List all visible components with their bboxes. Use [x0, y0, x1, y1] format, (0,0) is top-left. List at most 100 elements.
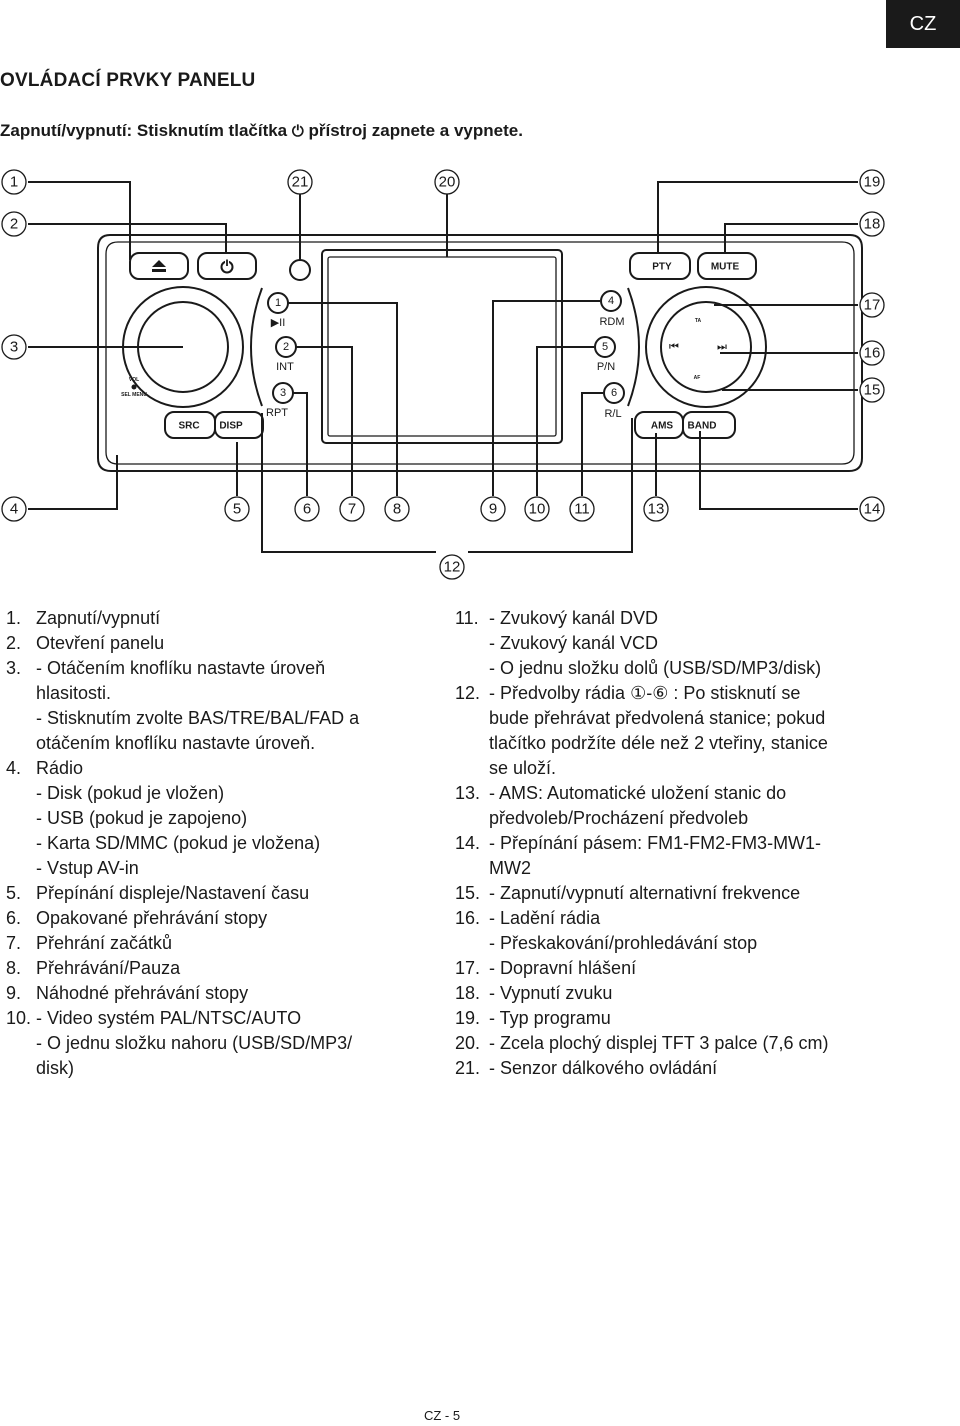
list-item-line: - O jednu složku dolů (USB/SD/MP3/disk) [489, 658, 822, 678]
callout-3: 3 [1, 334, 27, 360]
list-item: 2.Otevření panelu [6, 631, 436, 656]
list-item-line: otáčením knoflíku nastavte úroveň. [36, 733, 316, 753]
list-item-text: - Dopravní hlášení [489, 956, 955, 981]
vol-dot [131, 384, 137, 390]
list-item: 7. Přehrání začátků [6, 931, 436, 956]
preset-button-6-label: 6 [611, 387, 617, 399]
list-item: 20.- Zcela plochý displej TFT 3 palce (7… [455, 1031, 955, 1056]
list-item-line: - Typ programu [489, 1008, 611, 1028]
list-item: 21.- Senzor dálkového ovládání [455, 1056, 955, 1081]
tuning-knob-outer [645, 286, 767, 408]
list-item-text: - Přepínání pásem: FM1-FM2-FM3-MW1- MW2 [489, 831, 955, 881]
right-bezel-arc [627, 287, 640, 407]
list-item-number: 7. [6, 933, 22, 953]
src-button-label: SRC [178, 421, 199, 432]
callout-16: 16 [859, 340, 885, 366]
callout-17: 17 [859, 292, 885, 318]
list-item: 14.- Přepínání pásem: FM1-FM2-FM3-MW1-MW… [455, 831, 955, 881]
svg-text:16: 16 [864, 345, 881, 362]
preset-button-3-label: 3 [280, 387, 286, 399]
tft-display [321, 249, 563, 444]
preset-button-4-label: 4 [608, 295, 614, 307]
leader-lines [28, 181, 858, 553]
list-item-line: Přehrávání/Pauza [36, 958, 181, 978]
svg-text:13: 13 [648, 501, 665, 518]
list-item-line: - Přepínání pásem: FM1-FM2-FM3-MW1- [489, 833, 822, 853]
play-pause-label: ▶II [271, 317, 286, 329]
svg-text:6: 6 [303, 501, 311, 518]
list-item: 17.- Dopravní hlášení [455, 956, 955, 981]
sel-menu-label: SEL MENU [121, 392, 147, 398]
list-item-text: Přehrání začátků [36, 931, 436, 956]
callout-7: 7 [339, 496, 365, 522]
callout-12: 12 [439, 554, 465, 580]
preset-button-6 [603, 382, 625, 404]
preset-button-5 [594, 336, 616, 358]
list-item-line: - Předvolby rádia ①-⑥ : Po stisknutí se [489, 683, 801, 703]
list-item: 6.Opakované přehrávání stopy [6, 906, 436, 931]
callout-1: 1 [1, 169, 27, 195]
list-item-number: 12. [455, 683, 481, 703]
list-item-number: 5. [6, 883, 22, 903]
svg-text:8: 8 [393, 501, 401, 518]
list-item-line: - Zcela plochý displej TFT 3 palce (7,6 … [489, 1033, 829, 1053]
list-item-number: 21. [455, 1058, 481, 1078]
list-item-line: předvoleb/Procházení předvoleb [489, 808, 749, 828]
list-item-text: - Zcela plochý displej TFT 3 palce (7,6 … [489, 1031, 955, 1056]
ams-button-label: AMS [651, 421, 674, 432]
af-label: AF [694, 375, 701, 381]
list-item-text: Přehrávání/Pauza [36, 956, 436, 981]
list-item-line: Otevření panelu [36, 633, 165, 653]
list-item: 4.Rádio- Disk (pokud je vložen)- USB (po… [6, 756, 436, 881]
list-item-number: 10. [6, 1008, 32, 1028]
list-item-line: - Video systém PAL/NTSC/AUTO [36, 1008, 302, 1028]
list-item-number: 6. [6, 908, 22, 928]
svg-text:11: 11 [574, 501, 590, 518]
left-bezel-arc [250, 287, 263, 407]
preset-button-5-label: 5 [602, 341, 608, 353]
list-item-line: - Otáčením knoflíku nastavte úroveň [36, 658, 326, 678]
power-instruction-text-after: přístroj zapnete a vypnete. [303, 121, 523, 140]
svg-text:2: 2 [10, 216, 18, 233]
callout-21: 21 [287, 169, 313, 195]
list-item-line: - Dopravní hlášení [489, 958, 637, 978]
list-item: 8.Přehrávání/Pauza [6, 956, 436, 981]
callout-18: 18 [859, 211, 885, 237]
list-item-number: 9. [6, 983, 22, 1003]
callout-5: 5 [224, 496, 250, 522]
tuning-knob [660, 301, 752, 393]
list-item: 12. - Předvolby rádia ①-⑥ : Po stisknutí … [455, 681, 955, 781]
list-item-number: 15. [455, 883, 481, 903]
list-item-line: - Zapnutí/vypnutí alternativní frekvence [489, 883, 801, 903]
mute-button-label: MUTE [711, 262, 740, 273]
list-item-number: 16. [455, 908, 481, 928]
list-item-line: bude přehrávat předvolená stanice; pokud [489, 708, 826, 728]
svg-text:17: 17 [864, 297, 881, 314]
prev-track-label: ⏮ [669, 341, 679, 353]
list-item-number: 4. [6, 758, 22, 778]
panel-diagram: .ln { stroke:#1a1a1a; stroke-width:2; fi… [0, 160, 960, 590]
svg-text:5: 5 [233, 501, 241, 518]
preset-button-1-label: 1 [275, 297, 281, 309]
next-track-label: ⏭ [717, 341, 727, 353]
band-button [682, 411, 736, 439]
list-item-line: - Přeskakování/prohledávání stop [489, 933, 758, 953]
mute-button [697, 252, 757, 280]
list-item-line: - Zvukový kanál DVD [489, 608, 659, 628]
eject-icon [152, 260, 166, 272]
rdm-label: RDM [599, 316, 624, 328]
rl-label: R/L [604, 408, 621, 420]
callout-14: 14 [859, 496, 885, 522]
list-item: 10.- Video systém PAL/NTSC/AUTO- O jednu… [6, 1006, 436, 1081]
preset-button-2-label: 2 [283, 341, 289, 353]
list-item-line: - Disk (pokud je vložen) [36, 783, 225, 803]
svg-text:21: 21 [292, 174, 309, 191]
svg-text:7: 7 [348, 501, 356, 518]
pn-label: P/N [597, 361, 615, 373]
list-item-line: MW2 [489, 858, 531, 878]
list-item: 15. - Zapnutí/vypnutí alternativní frekve… [455, 881, 955, 906]
